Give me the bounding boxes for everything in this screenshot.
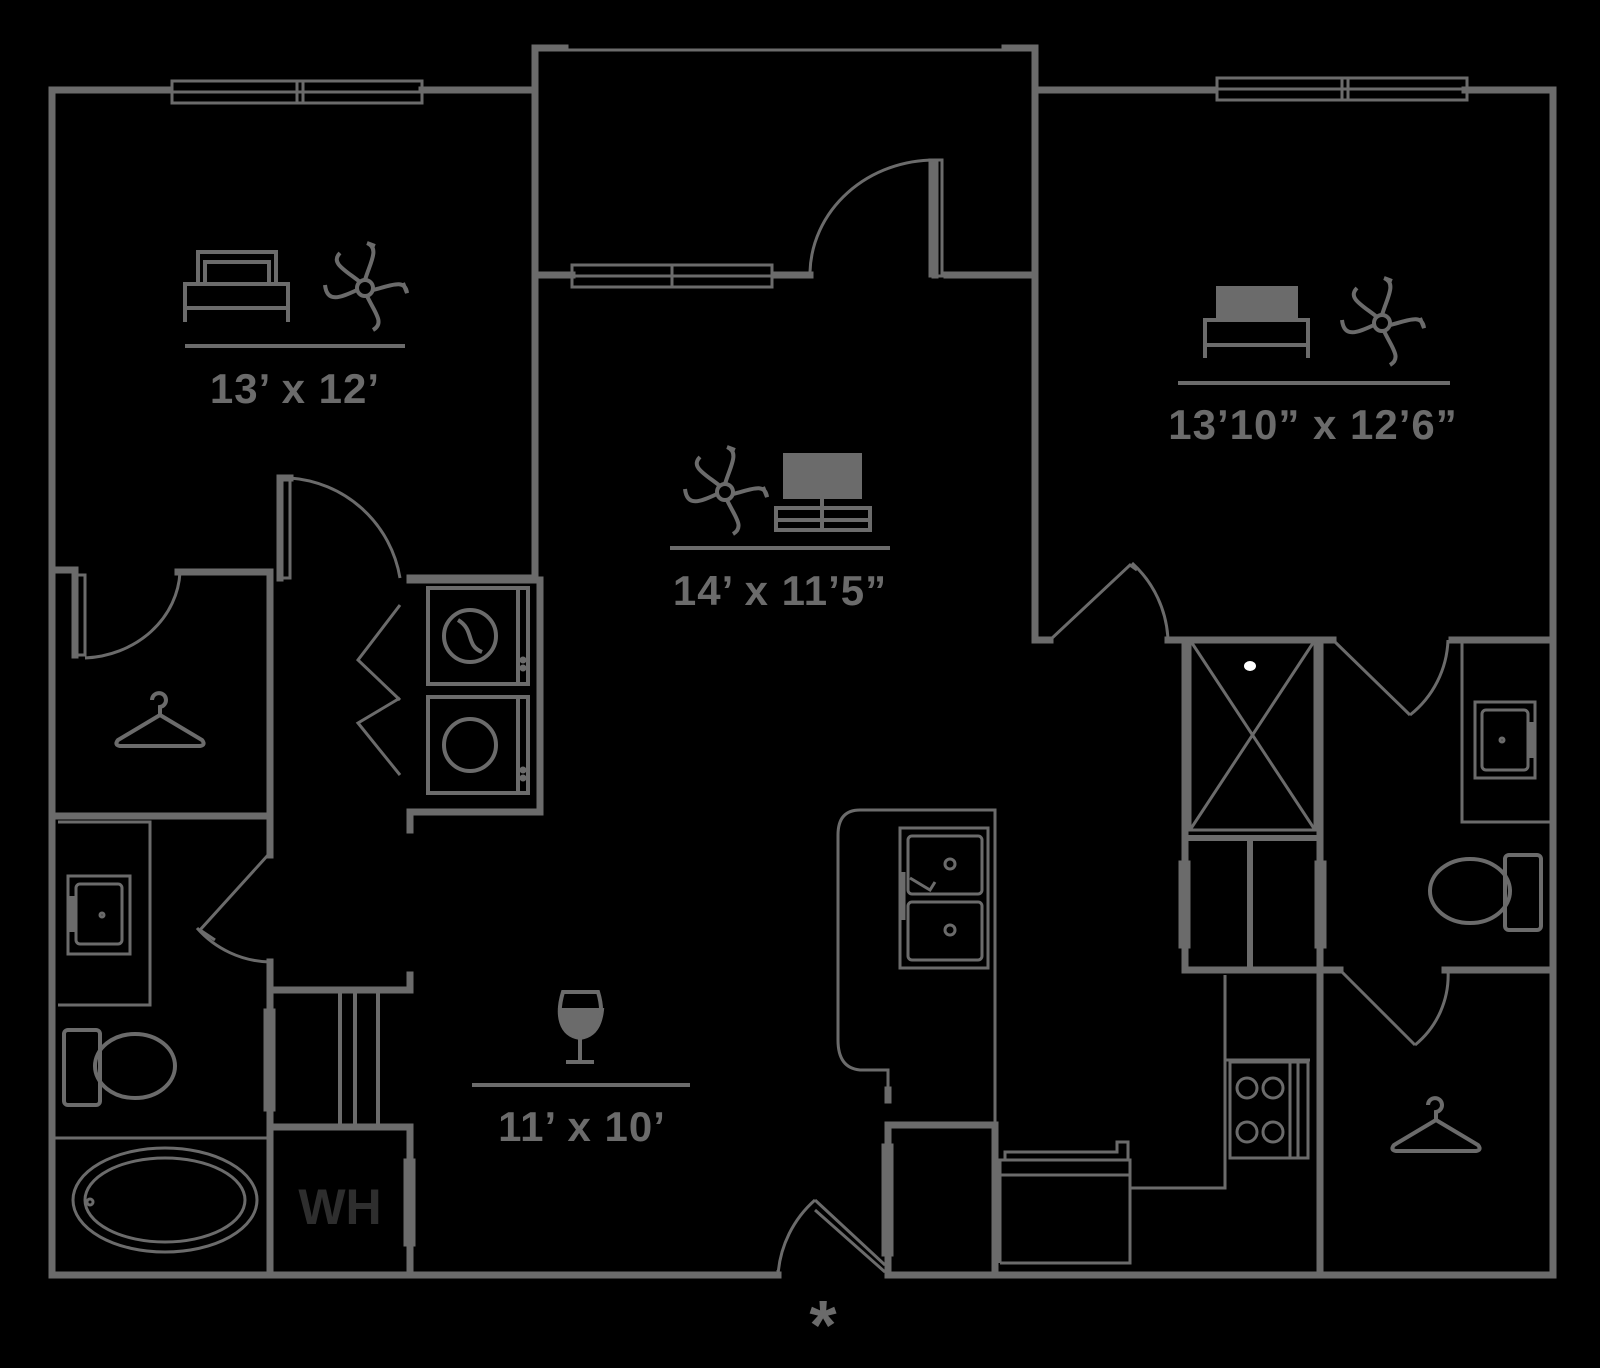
room-dimensions-bedroom-left: 13’ x 12’ xyxy=(209,365,381,412)
washer-icon xyxy=(426,586,530,686)
windows xyxy=(170,48,1469,289)
room-dimensions-bedroom-right: 13’10” x 12’6” xyxy=(1168,401,1458,448)
shower-head-icon xyxy=(1244,661,1256,671)
sink-icon xyxy=(898,826,990,970)
toilet-icon xyxy=(1428,853,1543,932)
hanger-icon xyxy=(114,691,206,748)
walls xyxy=(48,44,1557,1279)
wine-glass-icon xyxy=(557,990,605,1064)
hanger-icon xyxy=(1390,1096,1482,1153)
water-heater-label: WH xyxy=(298,1179,382,1235)
linen-closet xyxy=(338,990,380,1127)
bathtub-icon xyxy=(55,1136,268,1254)
tv-icon xyxy=(774,453,872,532)
ceiling-fan-icon xyxy=(683,445,769,536)
room-dimensions-dining: 11’ x 10’ xyxy=(498,1103,666,1150)
bed-icon xyxy=(183,250,290,322)
sink-icon xyxy=(58,820,152,1007)
ceiling-fan-icon xyxy=(323,241,409,332)
sink-icon xyxy=(1473,700,1537,780)
room-dimensions-living: 14’ x 11’5” xyxy=(672,567,888,614)
stove-icon xyxy=(1228,1060,1310,1160)
dryer-icon xyxy=(426,695,530,795)
bed-icon xyxy=(1203,286,1310,358)
kitchen-counter xyxy=(836,808,1310,1265)
doors xyxy=(73,158,1450,1276)
shower-icon xyxy=(1185,638,1320,970)
entry-marker: * xyxy=(809,1286,837,1364)
toilet-icon xyxy=(62,1028,177,1107)
ceiling-fan-icon xyxy=(1340,276,1426,367)
